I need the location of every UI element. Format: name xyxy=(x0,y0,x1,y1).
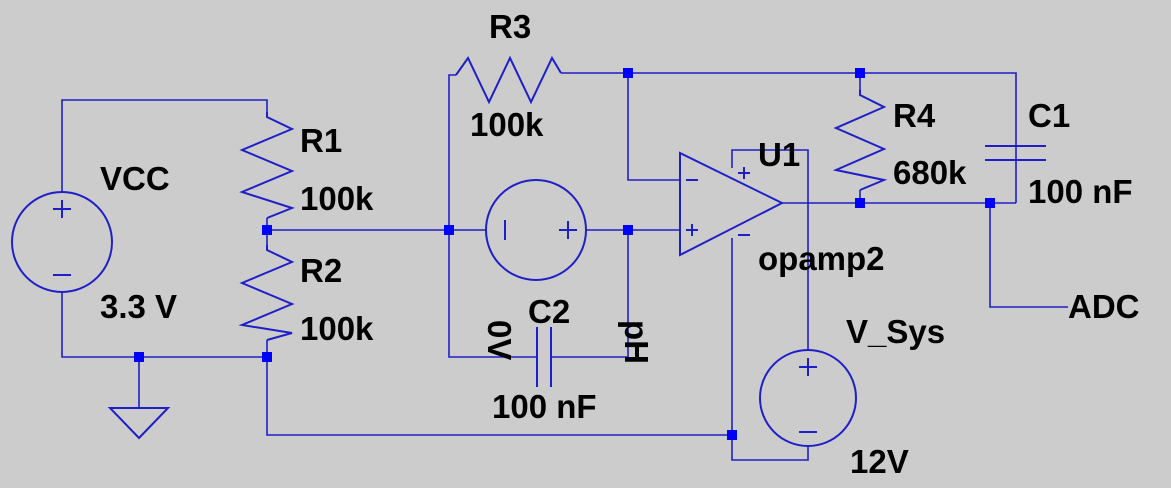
junction xyxy=(623,68,633,78)
wire-adc xyxy=(989,203,1068,308)
junctions xyxy=(134,68,995,440)
ph-net-label: pH xyxy=(618,320,655,364)
opamp-u1 xyxy=(679,151,785,257)
wire-c2-right xyxy=(551,230,629,358)
resistor-r3 xyxy=(455,55,562,105)
junction xyxy=(985,198,995,208)
r3-name-label: R3 xyxy=(489,8,531,45)
vsys-value-label: 12V xyxy=(850,443,909,480)
wire-c2-left xyxy=(448,230,537,358)
ph-probe-source xyxy=(485,179,587,281)
r1-name-label: R1 xyxy=(300,122,342,159)
wire-supply-pos xyxy=(731,149,809,350)
c1-name-label: C1 xyxy=(1028,97,1070,134)
junction xyxy=(262,352,272,362)
capacitor-c2 xyxy=(536,327,552,387)
wire-supply-neg xyxy=(731,238,809,461)
wire-vcc-bottom xyxy=(61,292,267,358)
junction xyxy=(262,225,272,235)
wire-r3-left xyxy=(448,74,456,230)
ground-icon xyxy=(107,407,171,440)
wire-vcc-top xyxy=(61,99,268,192)
r2-name-label: R2 xyxy=(300,252,342,289)
c1-value-label: 100 nF xyxy=(1028,173,1133,210)
wire-to-inverting xyxy=(627,73,680,181)
c2-name-label: C2 xyxy=(528,293,570,330)
r1-value-label: 100k xyxy=(300,180,374,217)
wire-r2-bottom xyxy=(266,340,732,436)
vsys-source xyxy=(759,349,857,447)
junction xyxy=(134,352,144,362)
vsys-name-label: V_Sys xyxy=(846,313,945,350)
resistor-r2 xyxy=(238,245,295,341)
junction xyxy=(855,68,865,78)
r2-value-label: 100k xyxy=(300,310,374,347)
junction xyxy=(855,198,865,208)
vcc-name-label: VCC xyxy=(100,160,170,197)
r3-value-label: 100k xyxy=(470,106,544,143)
u1-name-label: U1 xyxy=(758,136,800,173)
u1-value-label: opamp2 xyxy=(758,240,885,277)
c2-value-label: 100 nF xyxy=(492,388,597,425)
zero-volt-net-label: 0V xyxy=(481,320,518,360)
r4-name-label: R4 xyxy=(893,97,936,134)
r4-value-label: 680k xyxy=(893,154,967,191)
vcc-source xyxy=(11,191,113,293)
adc-net-label: ADC xyxy=(1068,288,1140,325)
junction xyxy=(444,225,454,235)
vcc-value-label: 3.3 V xyxy=(100,288,177,325)
capacitor-c1 xyxy=(985,145,1046,161)
wires xyxy=(61,72,1068,461)
junction xyxy=(727,430,737,440)
junction xyxy=(623,225,633,235)
resistor-r4 xyxy=(832,90,888,191)
resistor-r1 xyxy=(239,112,295,219)
